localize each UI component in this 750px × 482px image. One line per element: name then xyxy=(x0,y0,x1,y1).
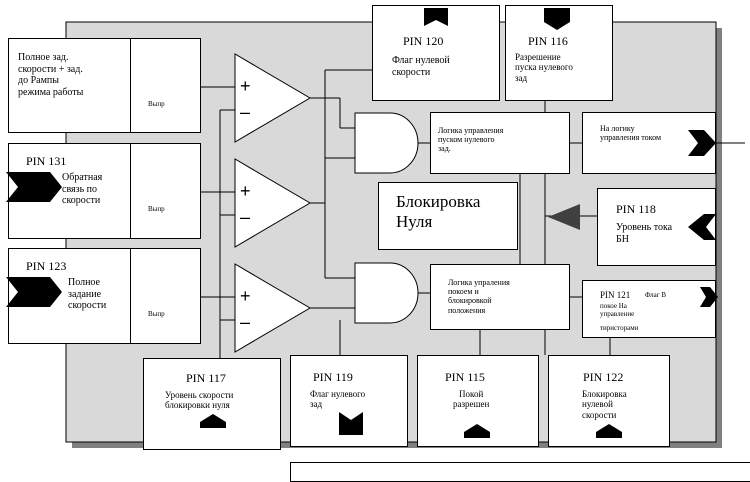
pin-118-desc: Уровень тока БН xyxy=(616,222,673,245)
pin-122-desc: Блокировка нулевой скорости xyxy=(582,389,627,420)
zero-lock-box xyxy=(378,182,518,250)
plus-sign: + xyxy=(240,286,251,306)
standby-logic-box xyxy=(430,264,570,330)
and-gate-start xyxy=(354,112,419,174)
caption-frame xyxy=(290,462,750,482)
comparator-2 xyxy=(234,158,311,248)
minus-sign: – xyxy=(240,102,250,122)
pin-121-box xyxy=(582,280,716,338)
standby-logic-label: Логика упраления покоем и блокировкой по… xyxy=(448,278,510,315)
pin-115-desc: Покой разрешен xyxy=(453,389,490,410)
plus-sign: + xyxy=(240,76,251,96)
and-gates xyxy=(354,112,419,324)
pin-121-desc-2: покое На управление xyxy=(600,302,635,319)
pin-118-label: PIN 118 xyxy=(616,202,656,216)
pin-116-label: PIN 116 xyxy=(528,34,568,48)
speed-setpoint-box xyxy=(8,38,131,133)
rectifier-label-1: Выпр xyxy=(148,100,165,108)
pin-121-desc-3: тиристорами xyxy=(600,324,639,332)
rectifier-box-2 xyxy=(130,143,201,239)
pin-119-desc: Флаг нулевого зад xyxy=(310,389,366,410)
pin-119-box xyxy=(290,355,408,447)
pin-121-desc-1: Флаг В xyxy=(645,291,667,299)
pin-120-box xyxy=(372,5,500,101)
start-logic-label: Логика управления пуском нулевого зад. xyxy=(438,126,504,154)
start-logic-box xyxy=(430,112,570,174)
pin-122-label: PIN 122 xyxy=(583,370,624,384)
rectifier-box-1 xyxy=(130,38,201,133)
pin-120-label: PIN 120 xyxy=(403,34,444,48)
speed-feedback-box xyxy=(8,143,131,239)
pin-131-desc: Обратная связь по скорости xyxy=(62,172,103,206)
pin-119-label: PIN 119 xyxy=(313,370,353,384)
minus-sign: – xyxy=(240,312,250,332)
to-current-logic-label: На логику управления током xyxy=(600,124,662,143)
pin-117-desc: Уровень скорости блокировки нуля xyxy=(165,390,234,411)
rectifier-label-2: Выпр xyxy=(148,205,165,213)
rectifier-box-3 xyxy=(130,248,201,344)
comparators xyxy=(234,53,311,353)
to-current-logic-box xyxy=(582,112,716,174)
speed-setpoint-label: Полное зад. скорости + зад. до Рампы реж… xyxy=(18,52,84,98)
threshold-arrow xyxy=(548,204,580,230)
pin-121-label: PIN 121 xyxy=(600,290,631,300)
zero-lock-title: Блокировка Нуля xyxy=(396,192,481,231)
rectifier-label-3: Выпр xyxy=(148,310,165,318)
comparator-3 xyxy=(234,263,311,353)
and-gate-standby xyxy=(354,262,419,324)
plus-sign: + xyxy=(240,181,251,201)
pin-123-desc: Полное задание скорости xyxy=(68,277,107,311)
comparator-1 xyxy=(234,53,311,143)
pin-120-desc: Флаг нулевой скорости xyxy=(392,55,450,78)
pin-117-box xyxy=(143,358,281,450)
pin-131-label: PIN 131 xyxy=(26,154,67,168)
pin-123-label: PIN 123 xyxy=(26,259,67,273)
pin-115-label: PIN 115 xyxy=(445,370,485,384)
minus-sign: – xyxy=(240,207,250,227)
pin-116-desc: Разрешение пуска нулевого зад xyxy=(515,52,573,83)
pin-117-label: PIN 117 xyxy=(186,371,226,385)
